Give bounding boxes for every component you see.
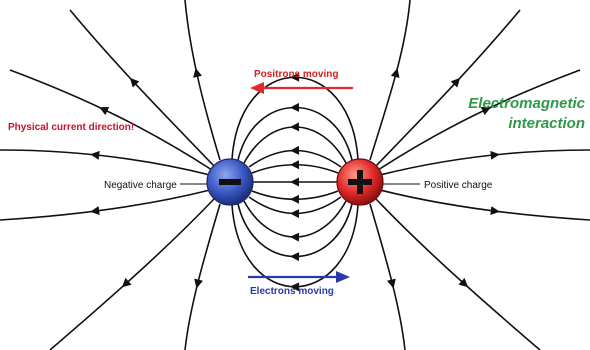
field-line-arrow xyxy=(480,107,491,116)
field-line-negative-outer xyxy=(184,0,221,161)
field-line-negative-outer xyxy=(69,9,215,167)
field-line-positive-outer xyxy=(379,189,590,221)
negative-charge-label: Negative charge xyxy=(104,180,177,191)
field-line-arrow xyxy=(390,68,400,78)
em-interaction-title-line2: interaction xyxy=(508,115,585,132)
field-line-connecting xyxy=(243,200,347,238)
field-line-arrow xyxy=(290,209,300,219)
positron-direction-arrow xyxy=(250,82,353,94)
electrons-moving-label: Electrons moving xyxy=(250,286,334,297)
field-line-arrow xyxy=(290,232,300,242)
field-line-arrow xyxy=(290,177,299,187)
field-line-positive-outer xyxy=(379,149,590,176)
field-line-arrow xyxy=(90,206,100,216)
field-line-arrow xyxy=(99,107,110,116)
field-line-negative-outer xyxy=(184,203,221,350)
field-line-negative-outer xyxy=(0,149,211,176)
field-line-arrow xyxy=(290,72,300,82)
field-line-arrow xyxy=(290,282,300,292)
field-line-positive-outer xyxy=(375,9,521,167)
field-line-positive-outer xyxy=(369,0,411,161)
negative-charge xyxy=(206,158,254,206)
field-line-arrow xyxy=(90,150,100,160)
field-line-arrow xyxy=(121,277,132,288)
field-line-arrow xyxy=(387,278,396,289)
field-line-negative-outer xyxy=(9,69,213,171)
field-line-positive-outer xyxy=(375,198,541,350)
field-line-connecting xyxy=(243,126,347,164)
field-line-arrow xyxy=(290,102,300,112)
field-line-negative-outer xyxy=(0,189,211,221)
field-line-arrow xyxy=(193,67,202,78)
field-line-arrow xyxy=(290,252,300,262)
positive-charge-label: Positive charge xyxy=(424,180,493,191)
physical-current-label: Physical current direction! xyxy=(8,122,134,133)
field-line-arrow xyxy=(129,77,140,88)
field-line-arrow xyxy=(290,194,300,204)
field-line-arrow xyxy=(290,145,300,155)
field-line-arrow xyxy=(458,277,469,288)
field-line-positive-outer xyxy=(377,69,581,171)
field-line-arrow xyxy=(450,77,461,88)
field-line-connecting xyxy=(231,76,359,160)
field-line-arrow xyxy=(290,122,300,132)
em-interaction-title-line1: Electromagnetic xyxy=(468,95,585,112)
field-line-arrow xyxy=(194,278,203,289)
electron-direction-arrow xyxy=(248,271,350,283)
field-line-arrow xyxy=(490,206,500,216)
field-line-negative-outer xyxy=(49,198,215,350)
field-line-positive-outer xyxy=(369,203,406,350)
positive-charge xyxy=(336,158,384,206)
field-line-arrow xyxy=(290,160,300,170)
field-line-arrows xyxy=(90,67,500,292)
positrons-moving-label: Positrons moving xyxy=(254,69,338,80)
field-line-arrow xyxy=(490,150,500,160)
